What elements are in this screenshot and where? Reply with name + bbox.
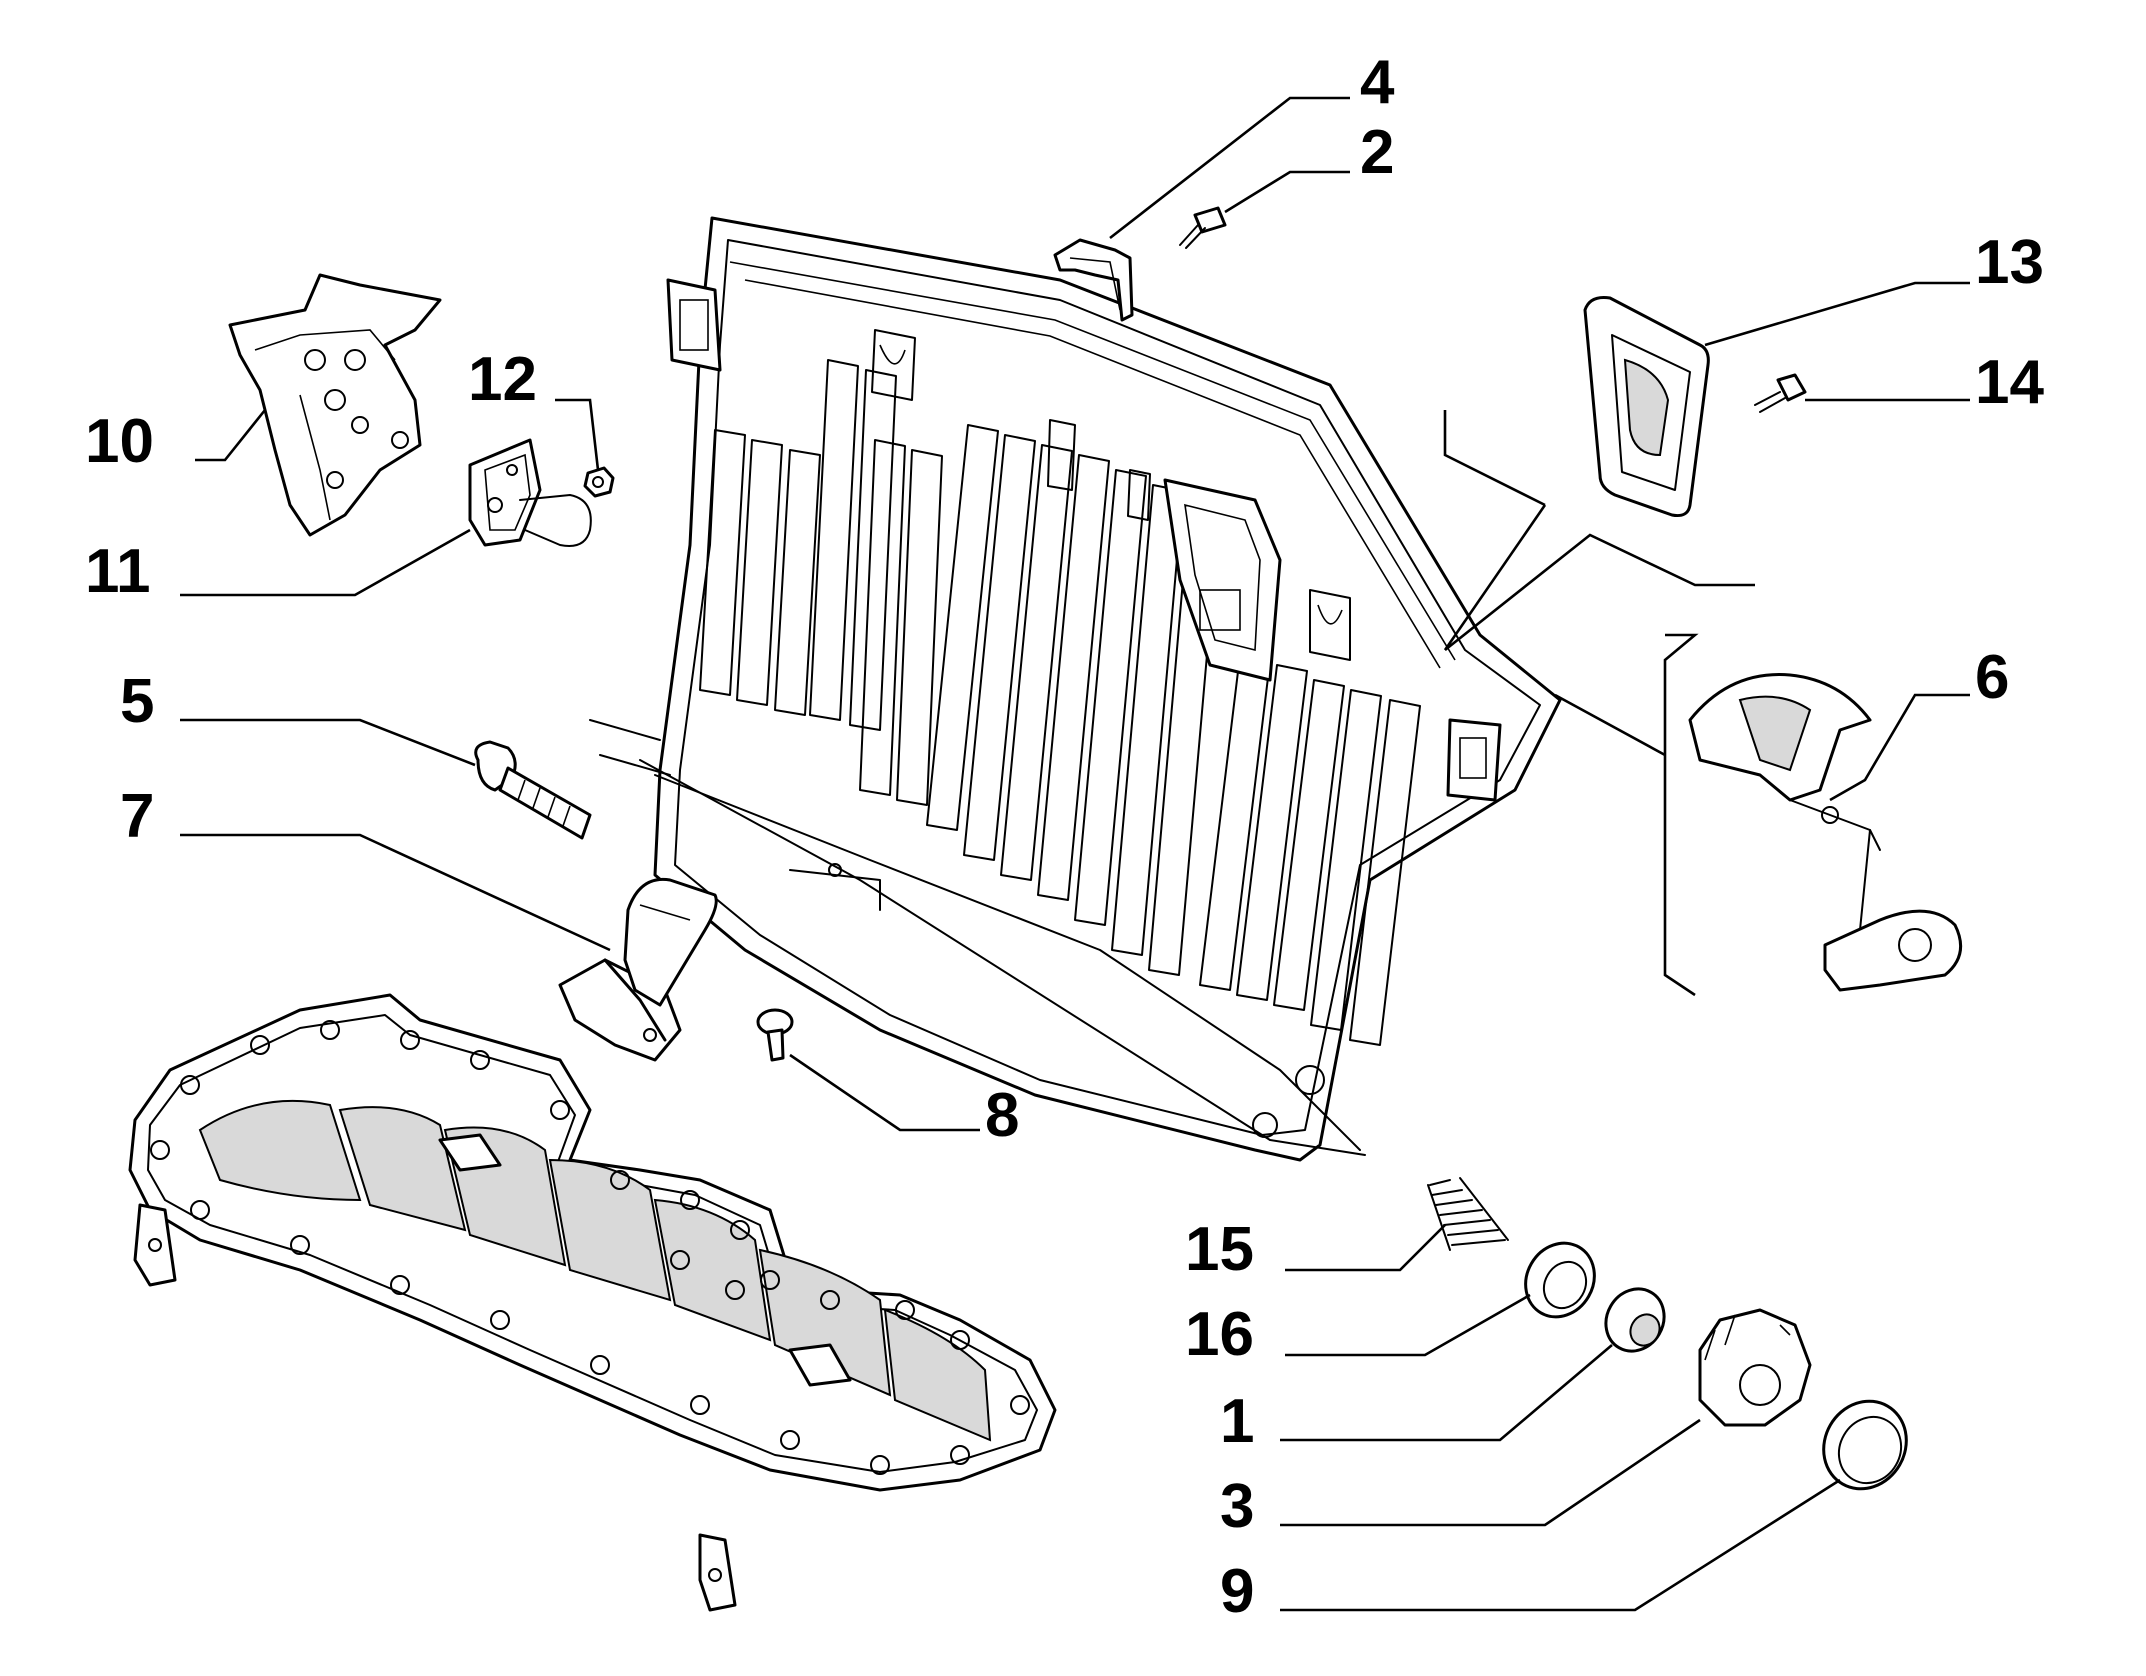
callout-15: 15 bbox=[1185, 1215, 1254, 1284]
callout-14: 14 bbox=[1975, 348, 2044, 417]
callout-10: 10 bbox=[85, 407, 154, 476]
part-2-screw bbox=[1179, 206, 1227, 249]
leader-3 bbox=[1280, 1418, 1701, 1527]
leader-13 bbox=[1704, 281, 1970, 347]
part-16-grommet bbox=[1524, 1241, 1596, 1319]
callout-7: 7 bbox=[120, 782, 154, 851]
leader-9 bbox=[1280, 1478, 1841, 1612]
callout-5: 5 bbox=[120, 667, 154, 736]
leader-6 bbox=[1829, 693, 1970, 802]
leader-12 bbox=[555, 398, 600, 471]
callout-3: 3 bbox=[1220, 1472, 1254, 1541]
part-12-nut bbox=[583, 466, 615, 498]
pan-fixing-holes bbox=[150, 1020, 1030, 1475]
part-4-clip bbox=[1053, 238, 1134, 322]
part-13-handle-bezel bbox=[1583, 296, 1710, 517]
part-9-cap bbox=[1822, 1399, 1908, 1491]
callout-13: 13 bbox=[1975, 228, 2044, 297]
callout-labels: 4 2 13 14 12 10 11 6 5 7 8 15 16 1 3 9 bbox=[85, 48, 2044, 1626]
leader-10 bbox=[195, 409, 267, 462]
seat-cushion-pan bbox=[128, 993, 1057, 1612]
centre-latch-block bbox=[1163, 478, 1282, 682]
callout-9: 9 bbox=[1220, 1557, 1254, 1626]
callout-8: 8 bbox=[985, 1081, 1019, 1150]
part-7-strap bbox=[558, 877, 718, 1062]
callout-4: 4 bbox=[1360, 48, 1395, 117]
part-11-hook-plate bbox=[468, 438, 592, 547]
leader-2 bbox=[1224, 170, 1350, 214]
leader-16 bbox=[1285, 1293, 1531, 1357]
callout-6: 6 bbox=[1975, 643, 2009, 712]
detail-zoom-brackets bbox=[1443, 410, 1755, 997]
leader-11 bbox=[180, 528, 471, 597]
part-6-release-assembly bbox=[1688, 673, 1963, 992]
leader-5 bbox=[180, 718, 476, 767]
part-8-push-clip bbox=[756, 1008, 794, 1062]
leader-1 bbox=[1280, 1344, 1613, 1442]
callout-2: 2 bbox=[1360, 118, 1394, 187]
backrest-slats-left bbox=[699, 359, 897, 731]
part-14-screw bbox=[1754, 373, 1807, 413]
leader-lines bbox=[180, 96, 1970, 1612]
callout-11: 11 bbox=[85, 537, 151, 606]
part-15-spring bbox=[1427, 1177, 1509, 1251]
leader-15 bbox=[1285, 1224, 1446, 1272]
part-10-bracket bbox=[228, 273, 442, 537]
callout-12: 12 bbox=[468, 345, 537, 414]
part-1-bush bbox=[1604, 1287, 1666, 1353]
leader-8 bbox=[789, 1053, 980, 1132]
seat-back-frame bbox=[589, 216, 1562, 1162]
callout-16: 16 bbox=[1185, 1300, 1254, 1369]
leader-4 bbox=[1109, 96, 1350, 240]
leader-7 bbox=[180, 833, 611, 952]
part-3-knob bbox=[1698, 1308, 1812, 1427]
part-5-bolt bbox=[474, 740, 592, 840]
callout-1: 1 bbox=[1220, 1387, 1254, 1456]
